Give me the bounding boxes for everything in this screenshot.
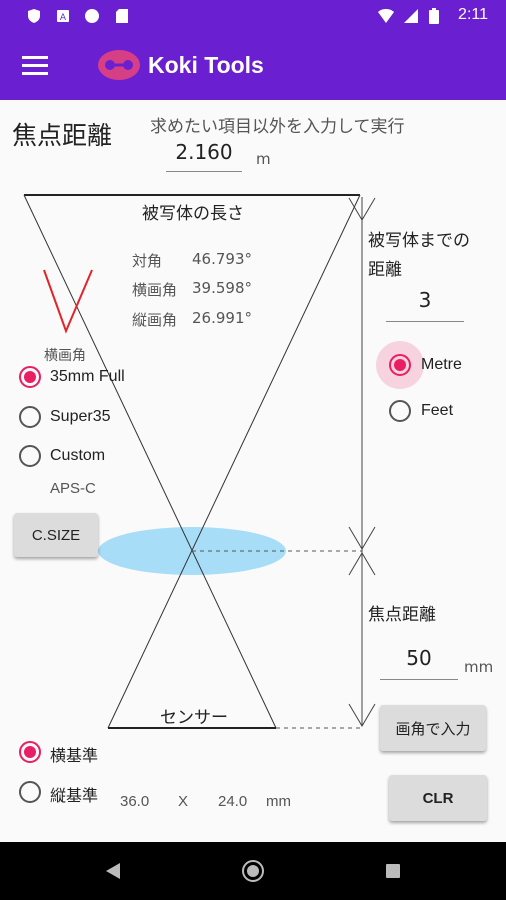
angle-value-diagonal: 46.793° (192, 250, 252, 268)
subject-length-label: 被写体の長さ (142, 204, 244, 224)
result-value-field[interactable]: 2.160 (166, 140, 242, 172)
angle-value-horizontal: 39.598° (192, 279, 252, 297)
arrow-top (348, 197, 376, 221)
angle-label-vertical: 縦画角 (132, 311, 178, 329)
focal-length-label: 焦点距離 (368, 605, 436, 625)
page-heading: 焦点距離 (12, 121, 113, 150)
sensor-radio-custom[interactable] (19, 445, 41, 467)
angle-mark-icon (43, 269, 93, 334)
arrow-lens-down (348, 526, 376, 550)
svg-text:A: A (60, 13, 67, 23)
distance-input[interactable]: 3 (386, 288, 464, 322)
sensor-height-value: 24.0 (218, 793, 248, 810)
sensor-size-unit: mm (266, 793, 291, 810)
home-icon[interactable] (241, 859, 265, 883)
sensor-radio-35mm[interactable] (19, 366, 41, 388)
ray-line-left (23, 194, 277, 729)
status-bar: A 2:11 (0, 0, 506, 32)
arrow-lens-up (348, 552, 376, 576)
orientation-radio-horizontal[interactable] (19, 741, 41, 763)
angle-type-label: 横画角 (44, 348, 86, 364)
angle-label-diagonal: 対角 (132, 252, 163, 270)
sensor-option-super35[interactable]: Super35 (50, 408, 111, 425)
arrow-bottom (348, 703, 376, 727)
clock-time: 2:11 (458, 6, 488, 23)
ray-line-right (107, 194, 361, 729)
navigation-bar (0, 842, 506, 900)
menu-icon[interactable] (22, 56, 48, 76)
sd-card-icon (116, 9, 128, 23)
sensor-option-35mm[interactable]: 35mm Full (50, 368, 125, 385)
orientation-radio-vertical[interactable] (19, 781, 41, 803)
unit-option-metre[interactable]: Metre (421, 356, 462, 373)
times-symbol: X (178, 793, 189, 810)
unit-radio-metre[interactable] (389, 354, 411, 376)
circle-status-icon (85, 9, 99, 23)
instruction-text: 求めたい項目以外を入力して実行 (150, 117, 405, 137)
font-app-icon: A (57, 10, 69, 23)
angle-value-vertical: 26.991° (192, 309, 252, 327)
recent-apps-icon[interactable] (385, 863, 401, 879)
unit-radio-feet[interactable] (389, 400, 411, 422)
sensor-label: センサー (160, 708, 228, 728)
wifi-icon (378, 9, 394, 23)
app-logo-icon (98, 50, 140, 80)
sensor-width-value: 36.0 (120, 793, 150, 810)
clear-button[interactable]: CLR (389, 775, 487, 821)
app-title: Koki Tools (148, 52, 264, 78)
battery-icon (429, 8, 439, 24)
orientation-option-vertical[interactable]: 縦基準 (50, 786, 99, 805)
unit-option-feet[interactable]: Feet (421, 402, 454, 419)
sensor-radio-super35[interactable] (19, 406, 41, 428)
result-unit: m (256, 150, 271, 168)
distance-label-line2: 距離 (368, 260, 402, 280)
back-icon[interactable] (104, 862, 122, 880)
signal-icon (404, 9, 418, 23)
angle-label-horizontal: 横画角 (132, 281, 178, 299)
focal-diagram (23, 194, 376, 729)
distance-label-line1: 被写体までの (368, 231, 470, 251)
angle-input-button[interactable]: 画角で入力 (380, 705, 486, 751)
focal-length-input[interactable]: 50 (380, 646, 458, 680)
sensor-option-custom[interactable]: Custom (50, 447, 106, 464)
csize-button[interactable]: C.SIZE (14, 513, 98, 557)
orientation-option-horizontal[interactable]: 横基準 (50, 746, 99, 765)
custom-sensor-name: APS-C (50, 480, 96, 497)
focal-unit: mm (464, 658, 494, 676)
shield-icon (28, 9, 40, 23)
app-bar: Koki Tools (0, 32, 506, 100)
